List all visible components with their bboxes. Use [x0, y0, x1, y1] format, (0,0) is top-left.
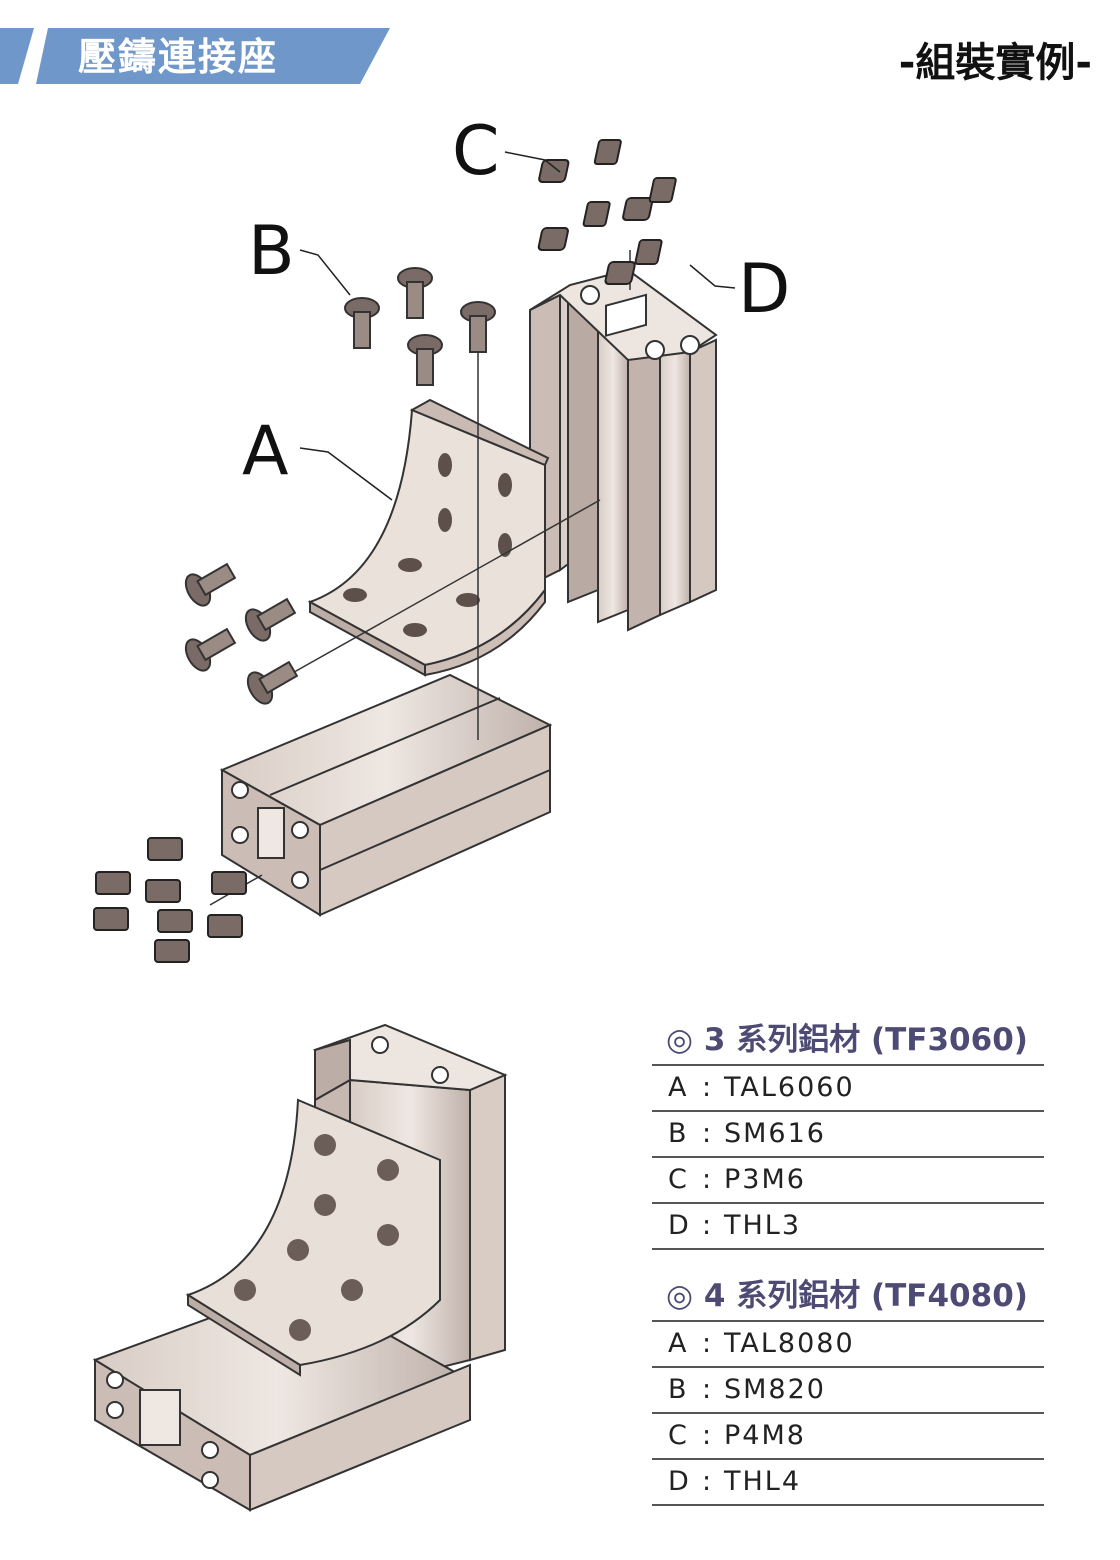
bracket-exploded [307, 398, 550, 677]
spec-row: A:TAL6060 [652, 1066, 1044, 1112]
bolts-b-side [184, 562, 299, 705]
horizontal-profile-exploded [219, 673, 553, 917]
spec-row: A:TAL8080 [652, 1322, 1044, 1368]
spec-table-series-3: ◎ 3 系列鋁材 (TF3060) A:TAL6060 B:SM616 C:P3… [652, 1016, 1044, 1250]
spec-row: C:P4M8 [652, 1414, 1044, 1460]
title-banner: 壓鑄連接座 [0, 28, 390, 84]
callout-d: D [738, 250, 791, 329]
nuts-top [537, 139, 677, 285]
callout-leaders [299, 151, 736, 501]
callout-b: B [248, 212, 295, 291]
spec-heading: ◎ 3 系列鋁材 (TF3060) [652, 1016, 1044, 1066]
callout-c: C [452, 112, 500, 191]
callout-a: A [242, 412, 289, 491]
spec-heading: ◎ 4 系列鋁材 (TF4080) [652, 1272, 1044, 1322]
nuts-lower [93, 837, 247, 963]
assembly-diagram [92, 139, 736, 1512]
page-tag: -組裝實例- [898, 40, 1092, 86]
spec-row: C:P3M6 [652, 1158, 1044, 1204]
bolts-b-top [344, 267, 496, 386]
spec-row: D:THL3 [652, 1204, 1044, 1250]
assembled-view [92, 1023, 508, 1512]
spec-table-series-4: ◎ 4 系列鋁材 (TF4080) A:TAL8080 B:SM820 C:P4… [652, 1272, 1044, 1506]
page-title: 壓鑄連接座 [78, 35, 279, 79]
vertical-profile-exploded [529, 268, 718, 632]
spec-row: B:SM820 [652, 1368, 1044, 1414]
banner-shape [0, 28, 390, 84]
spec-row: B:SM616 [652, 1112, 1044, 1158]
spec-row: D:THL4 [652, 1460, 1044, 1506]
